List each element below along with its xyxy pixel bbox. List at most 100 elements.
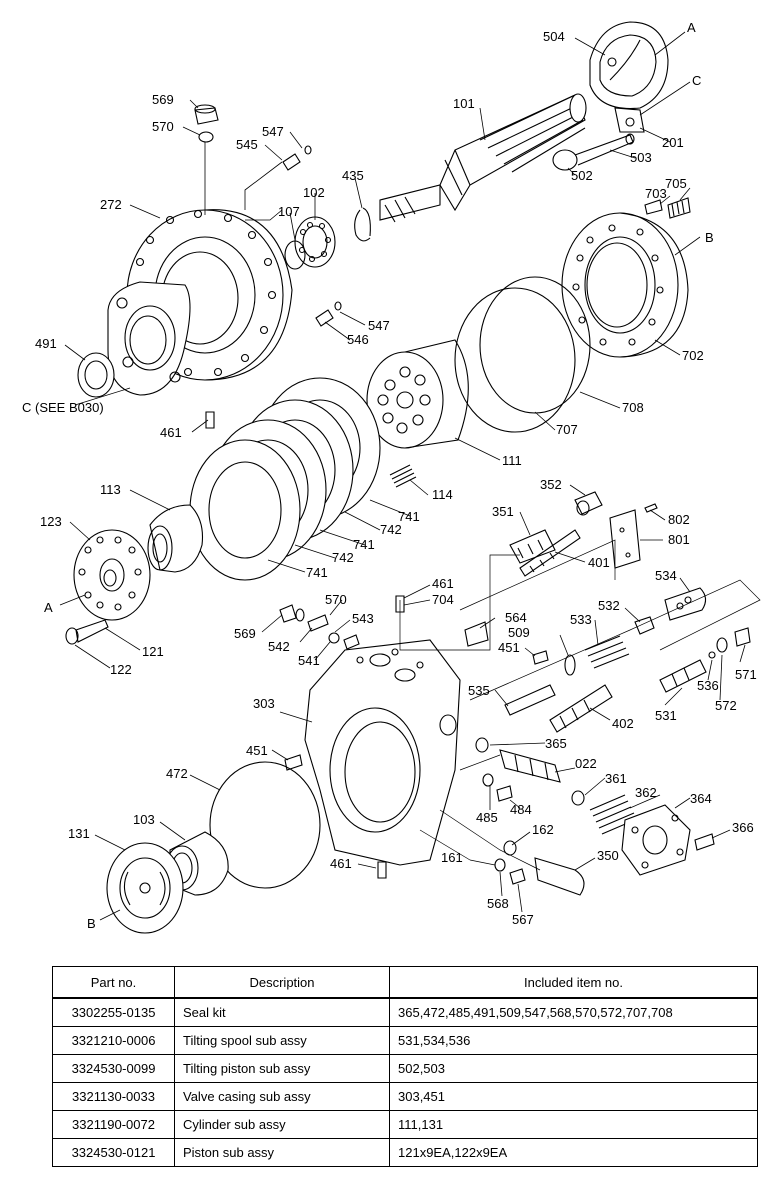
part-101-shaft [379, 93, 587, 223]
table-row: 3324530-0099 Tilting piston sub assy 502… [52, 1054, 758, 1083]
callout-161: 161 [441, 850, 463, 865]
callout-461-left: 461 [160, 425, 182, 440]
part-472-oring [209, 761, 321, 889]
callout-111: 111 [502, 453, 522, 468]
callout-352: 352 [540, 477, 562, 492]
table-row: 3324530-0121 Piston sub assy 121x9EA,122… [52, 1138, 758, 1167]
part-272-housing [107, 209, 293, 396]
callout-567: 567 [512, 912, 534, 927]
callout-742-b: 742 [332, 550, 354, 565]
callout-703: 703 [645, 186, 667, 201]
part-401-bolt [519, 529, 581, 577]
cell-description: Tilting spool sub assy [174, 1026, 390, 1055]
table-header-row: Part no. Description Included item no. [52, 966, 758, 999]
callout-123: 123 [40, 514, 62, 529]
cell-part-no: 3302255-0135 [52, 997, 175, 1027]
callout-101: 101 [453, 96, 475, 111]
callout-484: 484 [510, 802, 532, 817]
cell-included-items: 121x9EA,122x9EA [389, 1138, 758, 1167]
callout-570-top: 570 [152, 119, 174, 134]
callout-B-right: B [705, 230, 714, 245]
part-303-valve-casing [304, 639, 461, 866]
part-022-valve [475, 737, 561, 802]
callout-546: 546 [347, 332, 369, 347]
part-131-plate [106, 842, 184, 934]
callout-C-top: C [692, 73, 701, 88]
callout-801: 801 [668, 532, 690, 547]
callout-451-top: 451 [498, 640, 520, 655]
part-461-plugs [205, 411, 405, 879]
callout-569-top: 569 [152, 92, 174, 107]
part-102-107-bearing [284, 216, 336, 270]
cell-included-items: 111,131 [389, 1110, 758, 1139]
cell-part-no: 3324530-0099 [52, 1054, 175, 1083]
part-569-570-plug [194, 104, 219, 143]
callout-531: 531 [655, 708, 677, 723]
callout-labels: 504 A C 101 201 503 502 569 570 547 545 … [22, 20, 757, 931]
callout-547-top: 547 [262, 124, 284, 139]
callout-A-top: A [687, 20, 696, 35]
callout-545: 545 [236, 137, 258, 152]
callout-131: 131 [68, 826, 90, 841]
part-123-plate [73, 529, 151, 621]
part-350-plug [494, 840, 585, 896]
part-351-352-valve [509, 491, 603, 564]
part-801-cover [609, 503, 658, 569]
callout-201: 201 [662, 135, 684, 150]
cell-included-items: 365,472,485,491,509,547,568,570,572,707,… [389, 997, 758, 1027]
part-121-piston [65, 619, 109, 645]
callout-022: 022 [575, 756, 597, 771]
callout-401: 401 [588, 555, 610, 570]
callout-708: 708 [622, 400, 644, 415]
callout-532: 532 [598, 598, 620, 613]
callout-B-bottom: B [87, 916, 96, 931]
callout-c-see-b030: C (SEE B030) [22, 400, 104, 415]
part-361-362-spring [571, 790, 638, 835]
callout-543: 543 [352, 611, 374, 626]
callout-741-b: 741 [353, 537, 375, 552]
cell-included-items: 531,534,536 [389, 1026, 758, 1055]
callout-107: 107 [278, 204, 300, 219]
cell-included-items: 303,451 [389, 1082, 758, 1111]
cell-part-no: 3321210-0006 [52, 1026, 175, 1055]
callout-103: 103 [133, 812, 155, 827]
callout-541: 541 [298, 653, 320, 668]
callout-509: 509 [508, 625, 530, 640]
callout-569-mid: 569 [234, 626, 256, 641]
part-707-708-orings [454, 276, 591, 433]
part-114-spring [389, 464, 417, 488]
callout-570-mid: 570 [325, 592, 347, 607]
exploded-parts-diagram: 504 A C 101 201 503 502 569 570 547 545 … [22, 20, 761, 934]
callout-572: 572 [715, 698, 737, 713]
callout-571: 571 [735, 667, 757, 682]
callout-741-c: 741 [306, 565, 328, 580]
callout-705: 705 [665, 176, 687, 191]
callout-742-a: 742 [380, 522, 402, 537]
callout-114: 114 [432, 487, 453, 502]
callout-472: 472 [166, 766, 188, 781]
part-504-cam [589, 21, 669, 133]
callout-122: 122 [110, 662, 132, 677]
cell-part-no: 3321130-0033 [52, 1082, 175, 1111]
callout-461-bottom: 461 [330, 856, 352, 871]
callout-707: 707 [556, 422, 578, 437]
table-row: 3302255-0135 Seal kit 365,472,485,491,50… [52, 997, 758, 1027]
part-113-spline [147, 504, 204, 573]
callout-536: 536 [697, 678, 719, 693]
part-703-705 [644, 197, 691, 219]
callout-402: 402 [612, 716, 634, 731]
cell-part-no: 3324530-0121 [52, 1138, 175, 1167]
callout-741-a: 741 [398, 509, 420, 524]
callout-364: 364 [690, 791, 712, 806]
callout-366: 366 [732, 820, 754, 835]
table-row: 3321210-0006 Tilting spool sub assy 531,… [52, 1026, 758, 1055]
cell-included-items: 502,503 [389, 1054, 758, 1083]
callout-303: 303 [253, 696, 275, 711]
part-364-cover [621, 804, 715, 876]
part-545-547-pins [282, 145, 342, 327]
cell-description: Valve casing sub assy [174, 1082, 390, 1111]
callout-351: 351 [492, 504, 514, 519]
table-row: 3321190-0072 Cylinder sub assy 111,131 [52, 1110, 758, 1139]
callout-534: 534 [655, 568, 677, 583]
callout-504: 504 [543, 29, 565, 44]
